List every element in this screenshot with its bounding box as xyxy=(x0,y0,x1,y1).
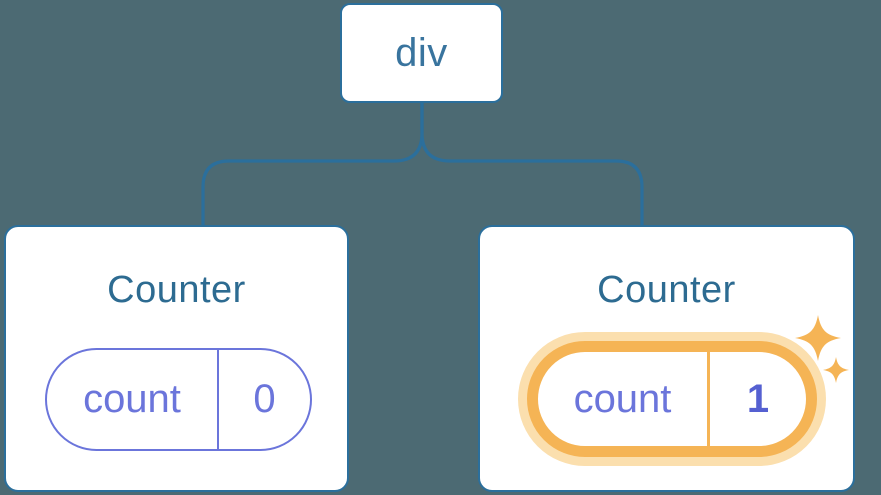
counter-title: Counter xyxy=(107,269,246,311)
state-key-label: count xyxy=(538,352,710,446)
connector-branch-right xyxy=(420,101,644,228)
root-node-label: div xyxy=(395,30,448,75)
connector-branch-left xyxy=(201,101,424,228)
sparkles-icon xyxy=(795,315,849,383)
counter-title: Counter xyxy=(597,269,736,311)
state-key-label: count xyxy=(47,350,219,449)
state-pill: count 0 xyxy=(45,348,312,451)
state-value-label: 0 xyxy=(253,377,276,421)
root-node-div: div xyxy=(340,3,503,103)
state-value-label: 1 xyxy=(746,376,770,421)
counter-card-right: Counter count 1 xyxy=(478,225,855,492)
counter-card-left: Counter count 0 xyxy=(4,225,349,492)
state-pill-highlighted: count 1 xyxy=(527,341,817,457)
sparkle-big xyxy=(795,315,841,361)
sparkle-small xyxy=(823,357,849,383)
